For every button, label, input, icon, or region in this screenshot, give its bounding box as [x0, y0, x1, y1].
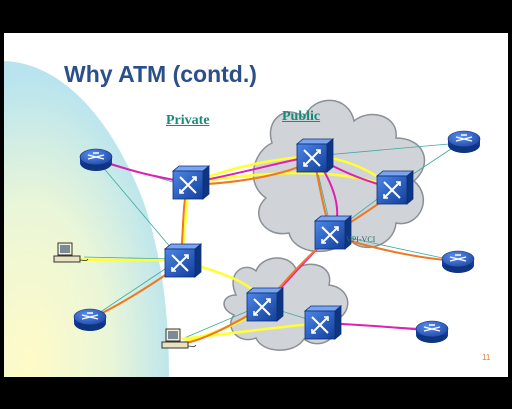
slide-title: Why ATM (contd.) [64, 61, 257, 87]
page-number: 11 [482, 353, 491, 362]
atm-switch-icon [313, 215, 353, 250]
terminal-icon [161, 328, 197, 349]
public-network-label: Public [282, 109, 321, 124]
router-icon [415, 320, 449, 343]
atm-switch-icon [375, 170, 415, 205]
terminal-icon [53, 242, 89, 263]
atm-switches [163, 138, 415, 340]
vpi-vci-label: VPI-VCI [346, 235, 376, 244]
router-icon [447, 130, 481, 153]
router-icon [441, 250, 475, 273]
atm-switch-icon [163, 243, 203, 278]
slide: Why ATM (contd.) Private Public VPI-VCI … [4, 33, 508, 377]
atm-switch-icon [245, 287, 285, 322]
atm-switch-icon [171, 165, 211, 200]
network-diagram [4, 61, 481, 377]
router-icon [79, 148, 113, 171]
private-network-label: Private [166, 113, 210, 128]
router-icon [73, 308, 107, 331]
atm-switch-icon [303, 305, 343, 340]
routers [73, 130, 481, 343]
atm-switch-icon [295, 138, 335, 173]
